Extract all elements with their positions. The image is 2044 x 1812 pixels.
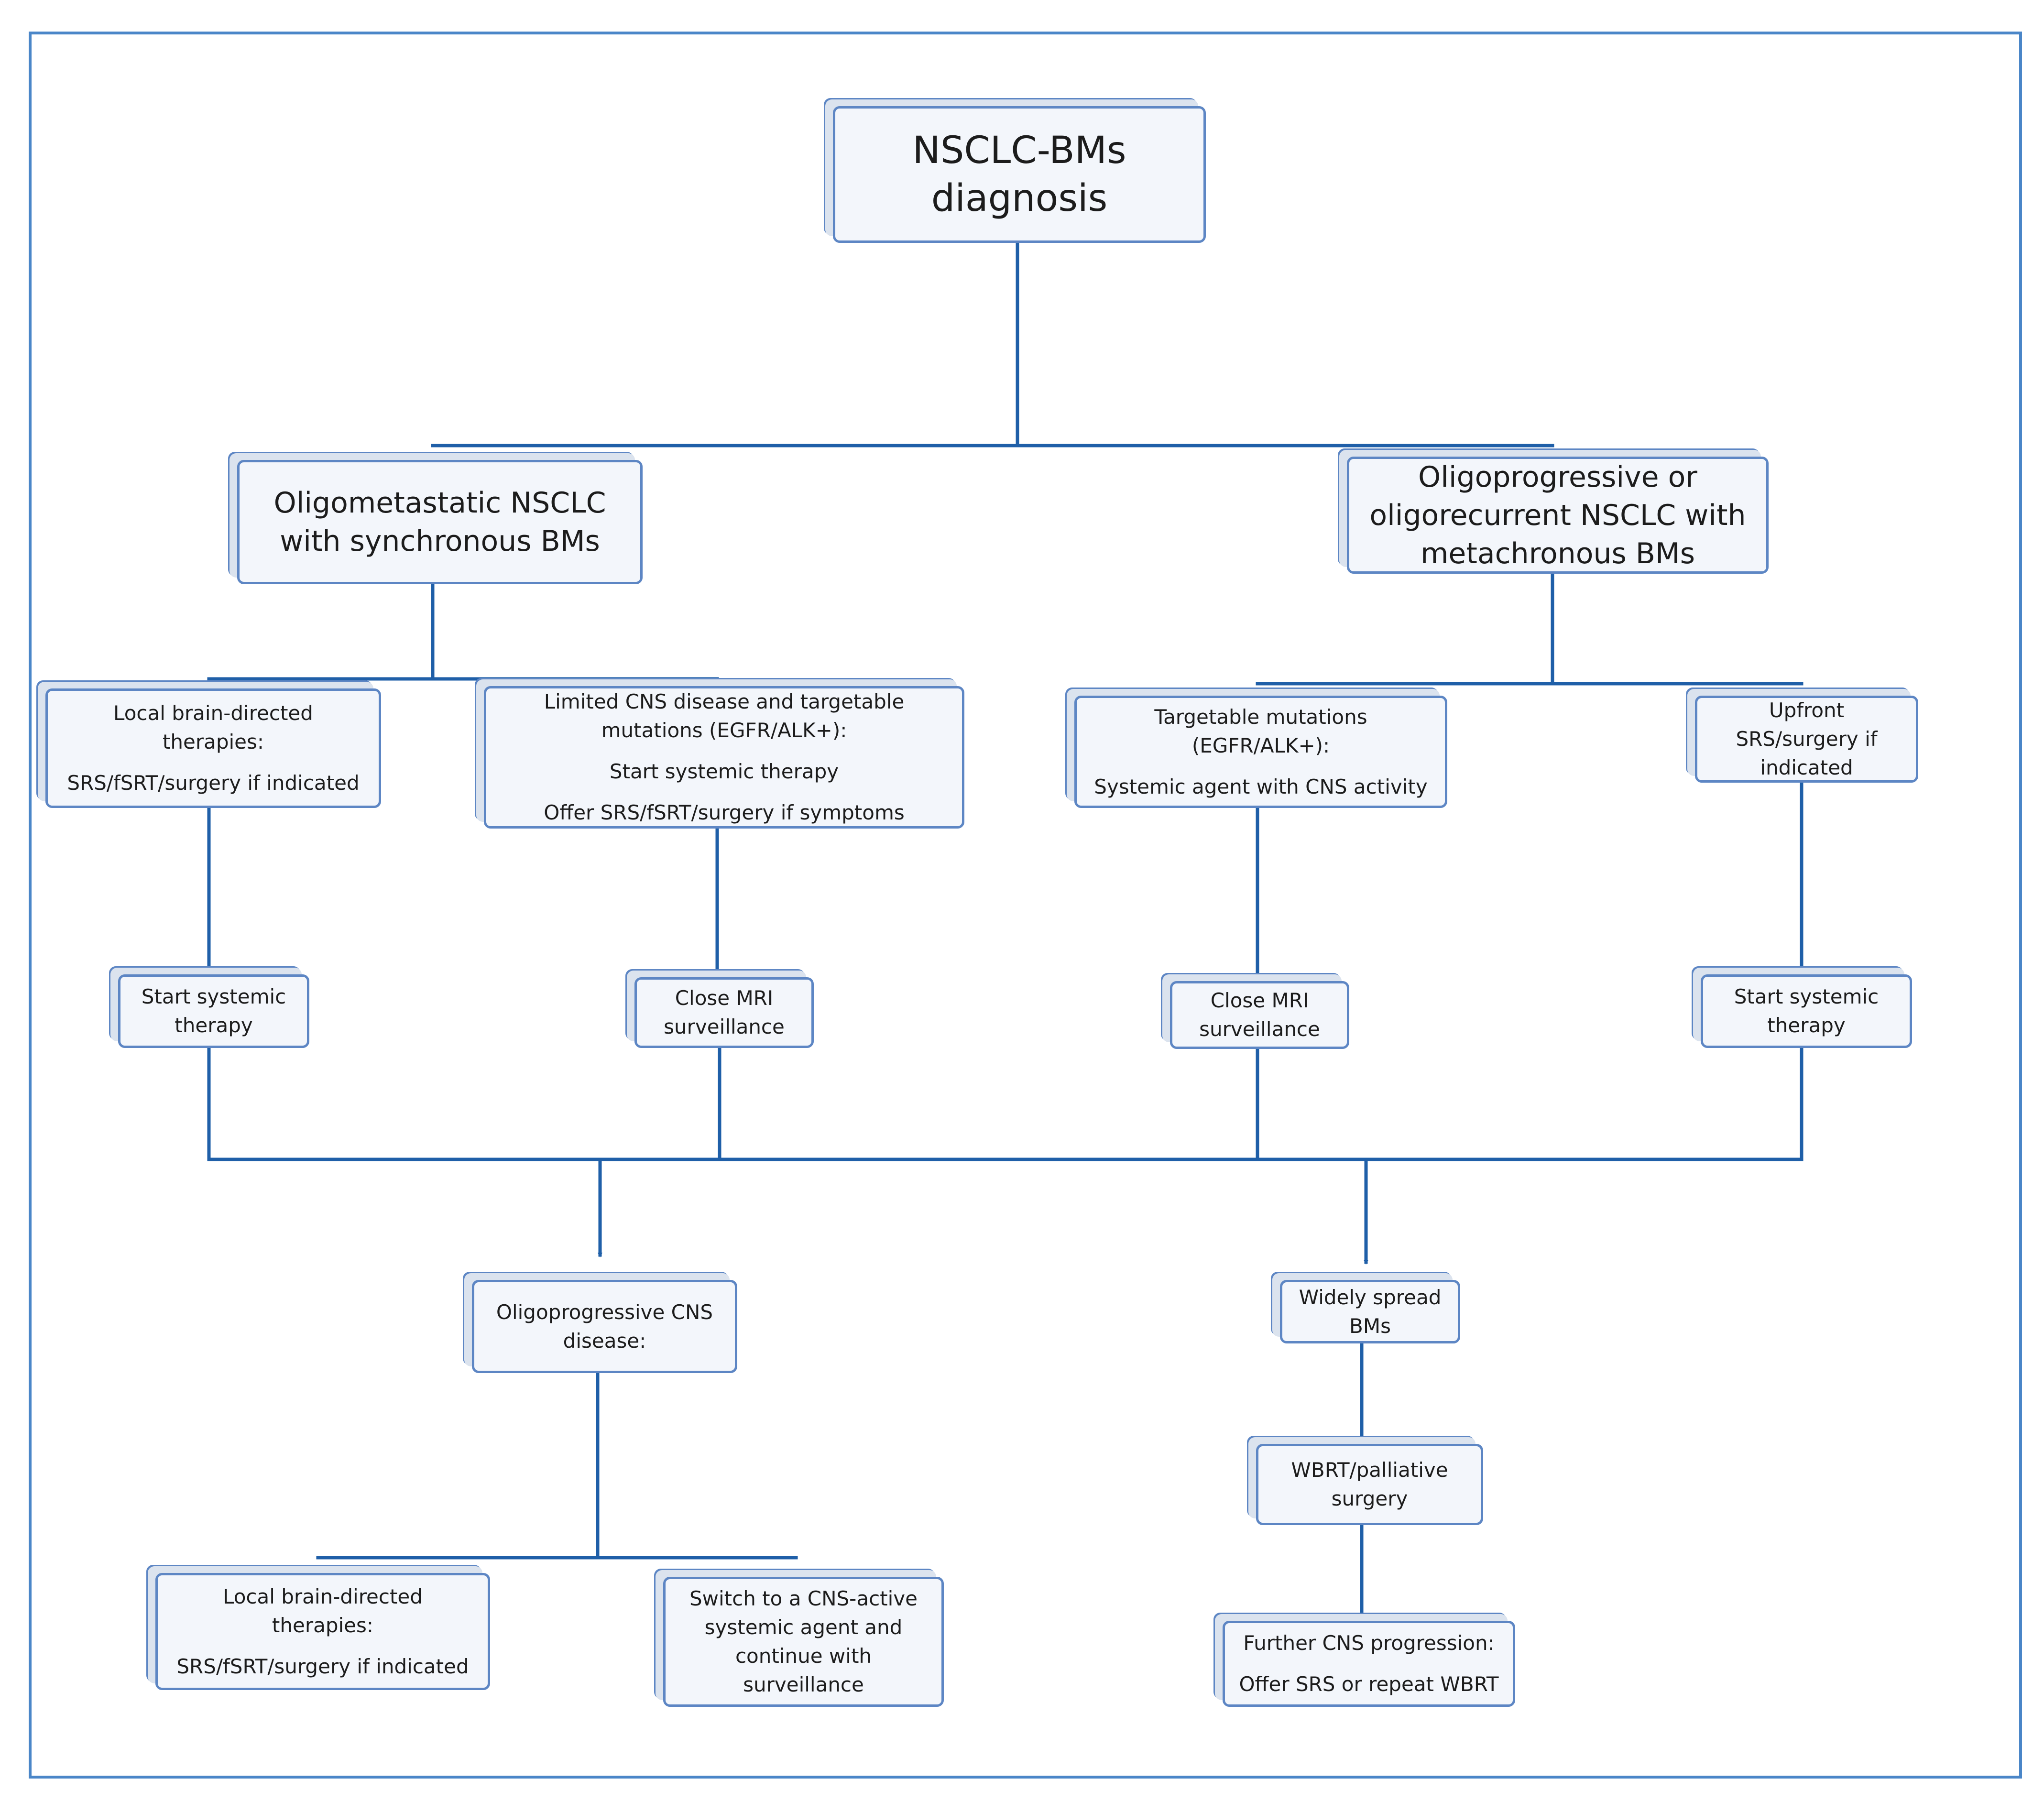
node-switch-line-2: systemic agent and [704,1616,903,1639]
node-limited-cns: Limited CNS disease and targetable mutat… [484,686,964,829]
node-widely-spread: Widely spread BMs [1280,1280,1460,1343]
node-local1-line-2: therapies: [162,730,264,753]
node-local2-line-1: Local brain-directed [223,1584,423,1608]
node-upfront-srs: Upfront SRS/surgery if indicated [1695,696,1918,783]
node-widely-line-2: BMs [1349,1314,1391,1338]
node-mri2-line-2: surveillance [1199,1017,1320,1041]
node-further-cns-progression: Further CNS progression: Offer SRS or re… [1223,1621,1515,1707]
node-start-systemic-1: Start systemic therapy [118,974,309,1048]
node-root: NSCLC-BMs diagnosis [833,106,1206,243]
node-oligometastatic-line-2: with synchronous BMs [280,524,600,558]
node-oligoprogressive: Oligoprogressive or oligorecurrent NSCLC… [1347,457,1769,574]
node-oligocns-line-1: Oligoprogressive CNS [496,1300,713,1324]
node-oligoprogressive-cns: Oligoprogressive CNS disease: [472,1280,737,1373]
node-upfront-line-1: Upfront [1769,699,1845,722]
node-root-line-2: diagnosis [931,177,1108,220]
node-upfront-line-3: indicated [1760,756,1853,779]
node-oligocns-line-2: disease: [563,1329,646,1353]
node-oligoprogressive-line-3: metachronous BMs [1420,536,1695,570]
node-targetable-line-1: Targetable mutations [1154,705,1367,729]
node-switch-line-3: continue with [735,1644,872,1668]
node-oligoprogressive-line-2: oligorecurrent NSCLC with [1369,498,1746,532]
node-targetable-mutations: Targetable mutations (EGFR/ALK+): System… [1074,696,1447,808]
node-local-brain-directed-2: Local brain-directed therapies: SRS/fSRT… [155,1573,490,1690]
node-limited-detail-2: Offer SRS/fSRT/surgery if symptoms [544,801,905,824]
node-widely-line-1: Widely spread [1299,1285,1442,1309]
node-mri2-line-1: Close MRI [1210,989,1309,1012]
node-start2-line-1: Start systemic [1734,985,1879,1008]
node-start-systemic-2: Start systemic therapy [1701,974,1912,1048]
node-wbrt-line-1: WBRT/palliative [1291,1458,1448,1482]
node-switch-line-1: Switch to a CNS-active [689,1587,918,1610]
node-close-mri-2: Close MRI surveillance [1170,981,1349,1049]
node-oligometastatic: Oligometastatic NSCLC with synchronous B… [237,460,643,584]
node-limited-detail-1: Start systemic therapy [609,760,839,783]
node-close-mri-1: Close MRI surveillance [634,977,814,1048]
node-mri1-line-1: Close MRI [675,986,774,1010]
node-start1-line-2: therapy [175,1014,253,1037]
node-switch-cns-active: Switch to a CNS-active systemic agent an… [663,1577,944,1707]
node-mri1-line-2: surveillance [664,1015,785,1038]
node-local1-line-1: Local brain-directed [113,701,313,725]
node-further-detail: Offer SRS or repeat WBRT [1239,1672,1499,1696]
node-start2-line-2: therapy [1767,1014,1846,1037]
node-switch-line-4: surveillance [743,1673,864,1696]
node-local2-line-2: therapies: [272,1613,374,1637]
node-local2-detail: SRS/fSRT/surgery if indicated [176,1654,469,1678]
node-root-line-1: NSCLC-BMs [912,129,1126,172]
node-local-brain-directed-1: Local brain-directed therapies: SRS/fSRT… [45,688,381,808]
node-oligometastatic-line-1: Oligometastatic NSCLC [273,486,606,520]
diagram-frame [29,32,2022,1779]
node-wbrt: WBRT/palliative surgery [1256,1444,1483,1525]
node-wbrt-line-2: surgery [1331,1487,1408,1510]
node-limited-line-2: mutations (EGFR/ALK+): [601,719,847,742]
node-limited-line-1: Limited CNS disease and targetable [544,690,905,713]
node-targetable-line-2: (EGFR/ALK+): [1191,733,1330,757]
node-local1-detail: SRS/fSRT/surgery if indicated [67,771,360,795]
node-further-line-1: Further CNS progression: [1243,1631,1495,1655]
node-oligoprogressive-line-1: Oligoprogressive or [1418,460,1697,494]
node-upfront-line-2: SRS/surgery if [1736,727,1878,751]
node-start1-line-1: Start systemic [141,985,286,1008]
node-targetable-detail: Systemic agent with CNS activity [1094,775,1428,798]
